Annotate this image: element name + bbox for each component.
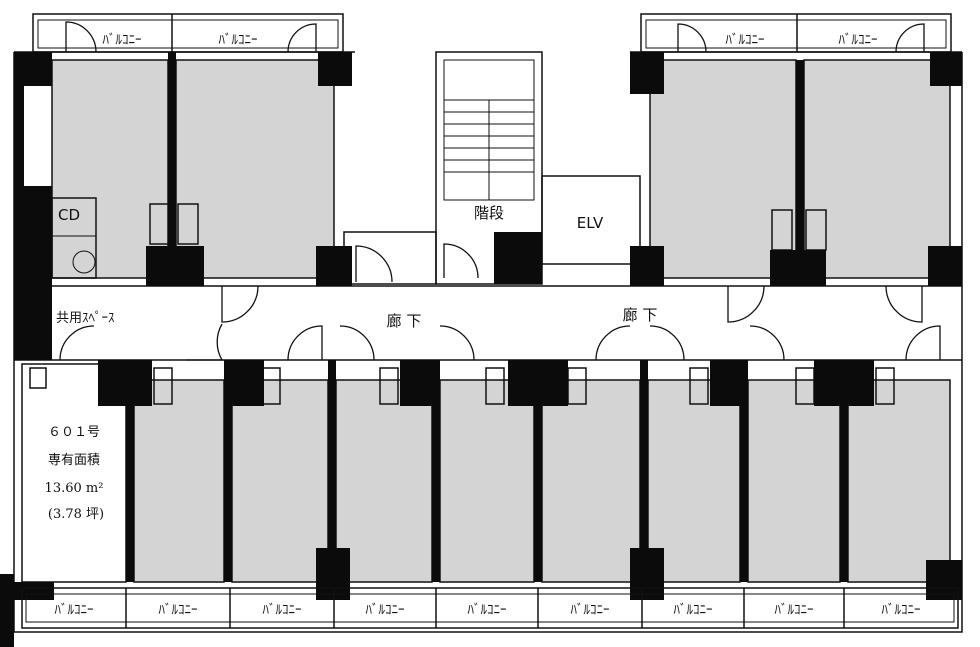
room-top-1 (51, 59, 169, 279)
bottom-rooms (21, 363, 951, 583)
unit-number: ６０１号 (48, 425, 100, 440)
room-top-3 (649, 59, 797, 279)
balcony-label-bottom-5: ﾊﾞﾙｺﾆｰ (468, 603, 507, 618)
balcony-label-bottom-2: ﾊﾞﾙｺﾆｰ (159, 603, 198, 618)
balcony-label-top-2: ﾊﾞﾙｺﾆｰ (219, 33, 258, 48)
balcony-label-bottom-1: ﾊﾞﾙｺﾆｰ (55, 603, 94, 618)
unit-area-sqm: 13.60 m² (45, 481, 104, 496)
bottom-balconies (21, 587, 959, 629)
balcony-label-bottom-8: ﾊﾞﾙｺﾆｰ (775, 603, 814, 618)
stairs-label: 階段 (474, 204, 504, 222)
corridor-label-left: 廊 下 (387, 312, 422, 330)
balcony-label-bottom-6: ﾊﾞﾙｺﾆｰ (571, 603, 610, 618)
balcony-label-top-1: ﾊﾞﾙｺﾆｰ (103, 33, 142, 48)
top-rooms (51, 59, 951, 279)
room-top-2 (175, 59, 335, 279)
unit-area-tsubo: (3.78 坪) (48, 507, 104, 522)
room-top-4 (803, 59, 951, 279)
room-bottom-8 (847, 379, 951, 583)
landing (343, 231, 437, 285)
balcony-label-bottom-9: ﾊﾞﾙｺﾆｰ (882, 603, 921, 618)
top-balconies (32, 13, 952, 53)
balcony-label-bottom-7: ﾊﾞﾙｺﾆｰ (674, 603, 713, 618)
balcony-label-top-4: ﾊﾞﾙｺﾆｰ (839, 33, 878, 48)
balcony-label-bottom-3: ﾊﾞﾙｺﾆｰ (263, 603, 302, 618)
balcony-label-top-3: ﾊﾞﾙｺﾆｰ (726, 33, 765, 48)
room-bottom-4 (439, 379, 535, 583)
room-bottom-3 (335, 379, 433, 583)
corridor-label-right: 廊 下 (623, 306, 658, 324)
shared-area-label: 共用ｽﾍﾟｰｽ (56, 311, 115, 326)
room-bottom-5 (541, 379, 641, 583)
balcony-label-bottom-4: ﾊﾞﾙｺﾆｰ (366, 603, 405, 618)
room-bottom-2 (231, 379, 329, 583)
unit-area-label: 専有面積 (48, 453, 100, 468)
corridor (14, 285, 962, 361)
structural-walls (0, 52, 962, 647)
cd-label: CD (58, 206, 80, 224)
room-bottom-1 (133, 379, 225, 583)
room-bottom-7 (747, 379, 841, 583)
corridor-doors (59, 285, 941, 361)
elevator-label: ELV (577, 214, 604, 232)
stair-core (435, 51, 641, 285)
